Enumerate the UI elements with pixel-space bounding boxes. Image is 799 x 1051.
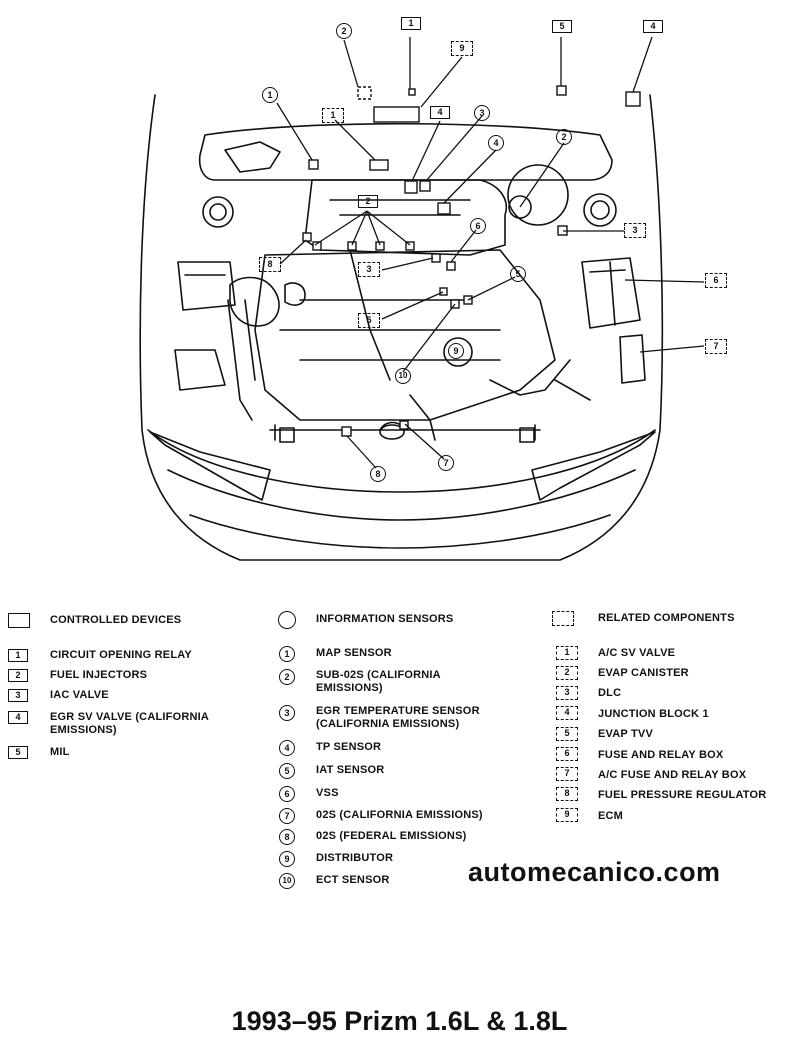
callout-dashed-8: 8: [259, 257, 281, 272]
legend-related-text: A/C SV VALVE: [598, 647, 676, 659]
legend-controlled-text: MIL: [50, 746, 70, 758]
legend-sensor-text: ECT SENSOR: [316, 874, 390, 886]
callout-circle-2: 2: [336, 23, 352, 39]
legend-related-num: 4: [556, 706, 578, 720]
legend-related-num: 2: [556, 666, 578, 680]
legend-related-num: 5: [556, 727, 578, 741]
legend-sensor-text: DISTRIBUTOR: [316, 852, 394, 864]
legend-sensor-num: 6: [279, 786, 295, 802]
callout-dashed-9: 9: [451, 41, 473, 56]
callout-box-4: 4: [643, 20, 663, 33]
legend-sensor-num: 8: [279, 829, 295, 845]
legend-related-text: EVAP TVV: [598, 728, 653, 740]
callout-circle-2b: 2: [556, 129, 572, 145]
callout-dashed-5: 5: [358, 313, 380, 328]
legend-controlled-num: 1: [8, 649, 28, 662]
legend-related-text: A/C FUSE AND RELAY BOX: [598, 769, 747, 781]
callout-dashed-1: 1: [322, 108, 344, 123]
callout-circle-6: 6: [470, 218, 486, 234]
callout-circle-9: 9: [448, 343, 464, 359]
front-bumper: [147, 429, 656, 493]
legend-controlled-text: IAC VALVE: [50, 689, 109, 701]
legend-related-num: 6: [556, 747, 578, 761]
legend-sensor-text: 02S (FEDERAL EMISSIONS): [316, 830, 467, 842]
legend-related-text: EVAP CANISTER: [598, 667, 689, 679]
legend-controlled-header: CONTROLLED DEVICES: [50, 614, 182, 626]
callout-circle-7: 7: [438, 455, 454, 471]
callout-box-5: 5: [552, 20, 572, 33]
ac-fuse-box: [619, 334, 646, 384]
legend-controlled-symbol: [8, 613, 30, 628]
legend-sensor-text: VSS: [316, 787, 339, 799]
legend-sensor-text: TP SENSOR: [316, 741, 382, 753]
legend-related-symbol: [552, 611, 574, 626]
callout-circle-10: 10: [395, 368, 411, 384]
legend-related-num: 9: [556, 808, 578, 822]
callout-dashed-3b: 3: [624, 223, 646, 238]
brake-booster: [507, 164, 569, 226]
distributor-shape: [443, 337, 473, 367]
callout-circle-1: 1: [262, 87, 278, 103]
legend-controlled-text: FUEL INJECTORS: [50, 669, 148, 681]
legend-sensor-num: 1: [279, 646, 295, 662]
legend-related-header: RELATED COMPONENTS: [598, 612, 735, 624]
callout-dashed-3: 3: [358, 262, 380, 277]
left-headlight: [149, 431, 271, 501]
legend-related-num: 7: [556, 767, 578, 781]
legend-controlled-num: 4: [8, 711, 28, 724]
legend-related-text: ECM: [598, 810, 624, 822]
legend-sensor-text: MAP SENSOR: [316, 647, 392, 659]
legend-sensor-text: 02S (CALIFORNIA EMISSIONS): [316, 809, 483, 821]
callout-dashed-6: 6: [705, 273, 727, 288]
callout-circle-5: 5: [510, 266, 526, 282]
legend-sensor-text: EGR TEMPERATURE SENSOR (CALIFORNIA EMISS…: [316, 705, 480, 730]
legend-related-num: 1: [556, 646, 578, 660]
legend-sensor-num: 9: [279, 851, 295, 867]
callout-dashed-7: 7: [705, 339, 727, 354]
callout-box-1: 1: [401, 17, 421, 30]
intake-manifold: [304, 179, 507, 256]
legend-related-num: 8: [556, 787, 578, 801]
legend-related-text: DLC: [598, 687, 622, 699]
callout-box-4b: 4: [430, 106, 450, 119]
legend-sensor-num: 5: [279, 763, 295, 779]
callout-circle-3: 3: [474, 105, 490, 121]
callout-circle-8: 8: [370, 466, 386, 482]
legend-sensor-num: 4: [279, 740, 295, 756]
legend-sensor-num: 10: [279, 873, 295, 889]
legend-sensor-num: 3: [279, 705, 295, 721]
legend-controlled-num: 5: [8, 746, 28, 759]
legend-related-text: JUNCTION BLOCK 1: [598, 708, 709, 720]
legend-sensors-symbol: [278, 611, 296, 629]
legend-related-num: 3: [556, 686, 578, 700]
right-strut-tower: [583, 193, 617, 227]
legend-controlled-text: EGR SV VALVE (CALIFORNIA EMISSIONS): [50, 711, 209, 736]
watermark: automecanico.com: [468, 857, 721, 887]
legend-controlled-num: 2: [8, 669, 28, 682]
callout-box-2: 2: [358, 195, 378, 208]
body-outline: [139, 94, 664, 561]
legend-related-text: FUEL PRESSURE REGULATOR: [598, 789, 767, 801]
legend-controlled-text: CIRCUIT OPENING RELAY: [50, 649, 192, 661]
engine-compartment-diagram: [139, 36, 705, 561]
legend-sensor-num: 7: [279, 808, 295, 824]
cowl: [198, 122, 613, 181]
legend-sensor-text: IAT SENSOR: [316, 764, 385, 776]
legend-sensor-num: 2: [279, 669, 295, 685]
right-headlight: [531, 431, 656, 501]
callout-circle-4: 4: [488, 135, 504, 151]
legend-sensor-text: SUB-02S (CALIFORNIA EMISSIONS): [316, 669, 441, 694]
battery: [177, 261, 236, 311]
legend-sensors-header: INFORMATION SENSORS: [316, 613, 454, 625]
legend-controlled-num: 3: [8, 689, 28, 702]
page-title: 1993–95 Prizm 1.6L & 1.8L: [231, 1006, 568, 1036]
legend-related-text: FUSE AND RELAY BOX: [598, 749, 724, 761]
fuse-relay-box: [581, 257, 641, 329]
left-strut-tower: [202, 196, 234, 228]
